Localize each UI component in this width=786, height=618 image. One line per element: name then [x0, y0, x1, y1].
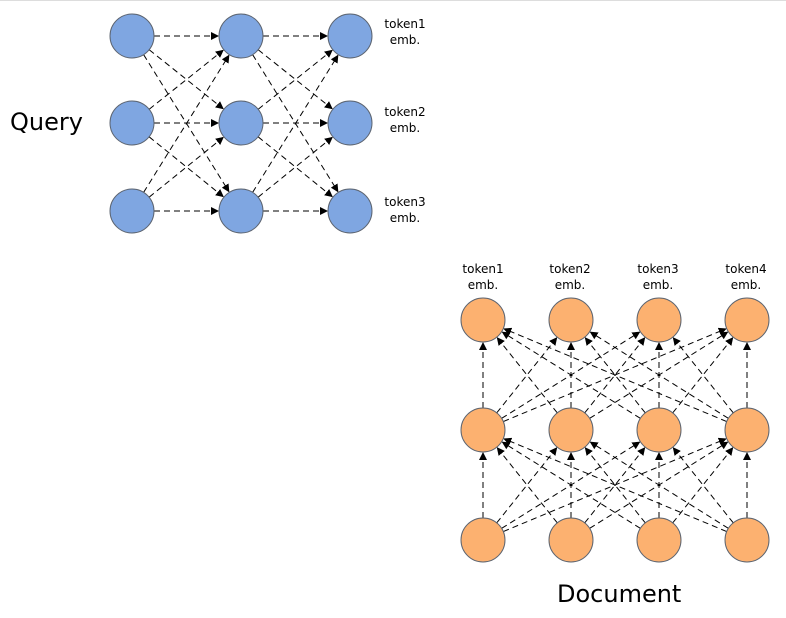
- query-edge: [143, 54, 230, 193]
- doc-token3-label: token3 emb.: [628, 261, 688, 293]
- document-edge: [501, 441, 641, 529]
- query-node: [327, 188, 373, 234]
- nodes: [109, 13, 770, 563]
- document-edge: [496, 447, 558, 524]
- query-edge: [257, 49, 333, 110]
- query-node: [218, 100, 264, 146]
- document-node: [548, 297, 594, 343]
- document-node: [460, 297, 506, 343]
- top-border: [0, 0, 786, 1]
- document-edge: [503, 327, 727, 422]
- query-edge: [257, 136, 333, 198]
- document-edge: [496, 337, 558, 414]
- doc-token4-label: token4 emb.: [716, 261, 776, 293]
- doc-token1-label: token1 emb.: [453, 261, 513, 293]
- document-edge: [672, 447, 734, 524]
- document-edge: [584, 337, 646, 414]
- query-node: [327, 100, 373, 146]
- query-node: [109, 13, 155, 59]
- document-edge: [672, 447, 734, 524]
- doc-token1-emb: emb.: [467, 278, 499, 292]
- query-token3-name: token3: [384, 195, 426, 209]
- query-edge: [257, 49, 333, 110]
- query-node: [218, 13, 264, 59]
- query-token1-emb: emb.: [389, 33, 421, 47]
- query-token2-emb: emb.: [389, 121, 421, 135]
- query-edge: [148, 136, 224, 198]
- document-node: [548, 407, 594, 453]
- query-edge: [257, 136, 333, 198]
- document-edge: [496, 337, 558, 414]
- query-label: Query: [10, 108, 83, 136]
- document-node: [724, 517, 770, 563]
- query-token1-name: token1: [384, 17, 426, 31]
- document-node: [724, 297, 770, 343]
- query-edge: [252, 54, 339, 193]
- doc-token3-name: token3: [637, 262, 679, 276]
- document-label: Document: [557, 580, 682, 608]
- query-token2-name: token2: [384, 105, 426, 119]
- doc-token4-emb: emb.: [730, 278, 762, 292]
- document-edge: [584, 447, 646, 524]
- query-edge: [148, 136, 224, 198]
- query-edge: [148, 49, 224, 110]
- document-node: [724, 407, 770, 453]
- doc-token1-name: token1: [462, 262, 504, 276]
- doc-token2-emb: emb.: [554, 278, 586, 292]
- query-token1-label: token1 emb.: [375, 16, 435, 48]
- query-token2-label: token2 emb.: [375, 104, 435, 136]
- doc-token2-label: token2 emb.: [540, 261, 600, 293]
- document-edge: [672, 337, 734, 414]
- document-edge: [672, 337, 734, 414]
- query-node: [109, 188, 155, 234]
- document-node: [460, 407, 506, 453]
- document-edge: [589, 331, 729, 419]
- doc-token4-name: token4: [725, 262, 767, 276]
- query-node: [109, 100, 155, 146]
- query-token3-label: token3 emb.: [375, 194, 435, 226]
- document-node: [460, 517, 506, 563]
- query-node: [327, 13, 373, 59]
- query-token3-emb: emb.: [389, 211, 421, 225]
- document-edge: [584, 447, 646, 524]
- document-edge: [496, 447, 558, 524]
- document-edge: [501, 331, 641, 419]
- document-edge: [503, 437, 727, 532]
- query-edge: [148, 49, 224, 110]
- document-edge: [589, 441, 729, 529]
- query-node: [218, 188, 264, 234]
- edges: [143, 32, 751, 532]
- document-node: [636, 517, 682, 563]
- document-node: [636, 297, 682, 343]
- doc-token3-emb: emb.: [642, 278, 674, 292]
- doc-token2-name: token2: [549, 262, 591, 276]
- document-node: [636, 407, 682, 453]
- document-node: [548, 517, 594, 563]
- document-edge: [584, 337, 646, 414]
